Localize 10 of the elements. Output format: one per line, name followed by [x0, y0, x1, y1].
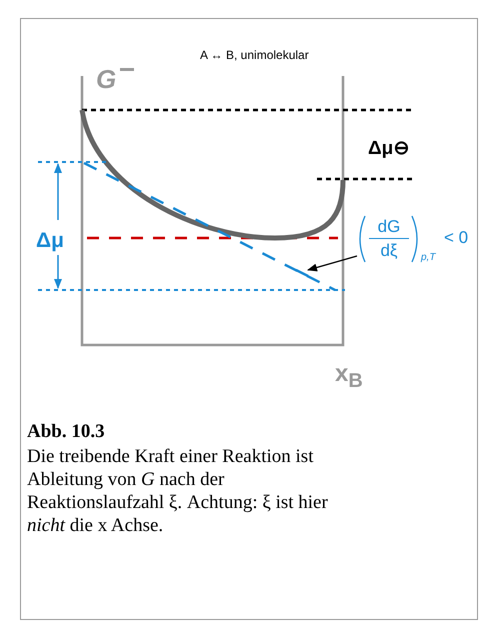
axis-label: G [96, 64, 134, 95]
tangent-line-segment [296, 270, 308, 276]
figure-title: Abb. 10.3 [27, 420, 106, 443]
formula-label: dG dξ p,T < 0 [357, 212, 472, 272]
reaction-label: A ↔ B, unimolekular [200, 48, 309, 62]
quantity-label: Δμ⊖ [368, 137, 410, 160]
axis-label: x$_{B}$ [335, 360, 363, 393]
leader-line [307, 255, 358, 272]
quantity-label: Δμ [36, 229, 64, 253]
figure-caption: Die treibende Kraft einer Reaktion ist Ableitung von G nach der Reaktionslaufzahl ξ. Achtung: ξ ist hier nicht die x Achse. [27, 445, 329, 537]
